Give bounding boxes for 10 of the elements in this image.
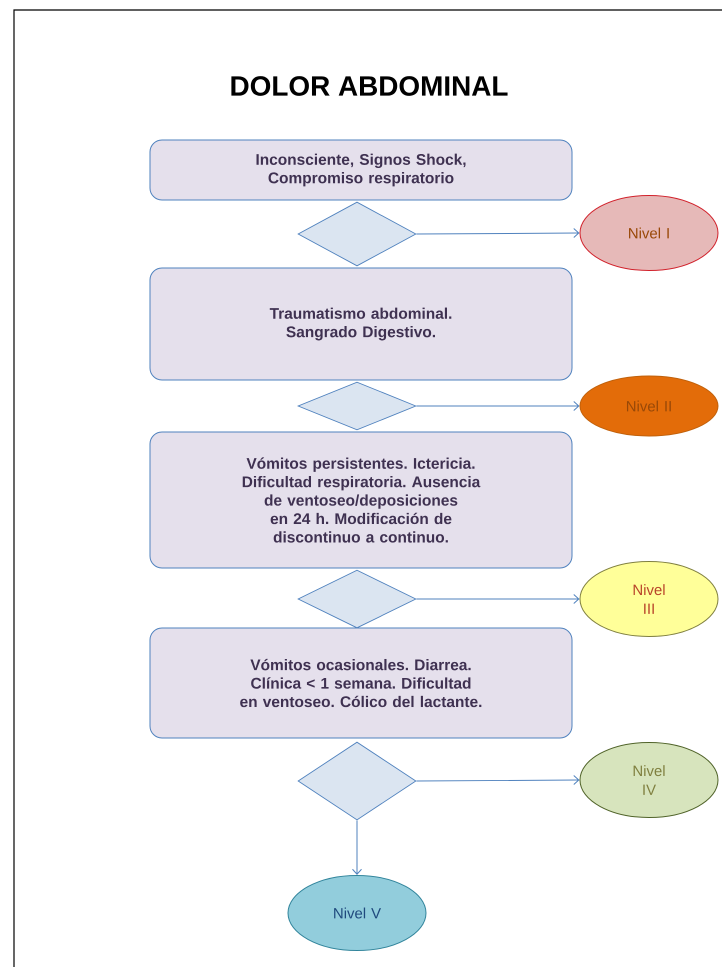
arrow [352, 820, 362, 875]
arrow [416, 401, 580, 411]
title: DOLOR ABDOMINAL [231, 76, 508, 96]
process-box: Vómitos persistentes. Ictericia. Dificultad respiratoria. Ausencia de ventoseo/deposiciones en 24 h. Modificación de discontinuo a continuo. [150, 432, 572, 568]
process-box: Traumatismo abdominal. Sangrado Digestivo. [150, 268, 572, 380]
process-box: Inconsciente, Signos Shock, Compromiso respiratorio [150, 140, 572, 200]
process-box: Vómitos ocasionales. Diarrea. Clínica < 1 semana. Dificultad en ventoseo. Cólico del lactante. [150, 628, 572, 738]
arrow [416, 228, 580, 238]
arrow [416, 775, 580, 786]
arrow [416, 594, 580, 604]
